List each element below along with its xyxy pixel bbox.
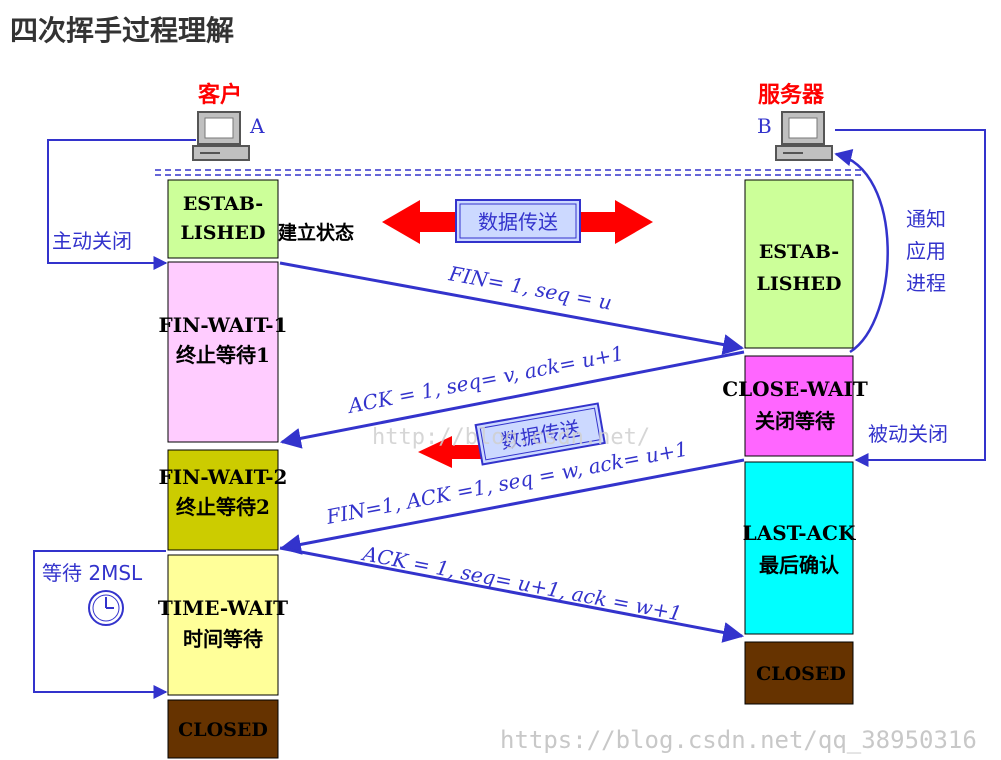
passive-close-label: 被动关闭 [868,422,948,446]
state-line2: LISHED [757,273,842,295]
client-state-fin-wait-1: FIN-WAIT-1 终止等待1 [159,261,288,443]
watermark-bottom: https://blog.csdn.net/qq_38950316 [500,726,977,754]
client-label: 客户 [198,82,242,108]
data-transfer-left-arrow [418,436,520,468]
server-computer-icon [775,111,833,161]
state-line1: CLOSE-WAIT [722,377,868,401]
notify-app-line-3: 进程 [906,271,946,295]
data-transfer-pill-top: 数据传送 [455,199,581,243]
notify-app-curve [834,149,889,354]
wait-2msl-bracket [33,550,168,699]
data-transfer-pill-tilted: 数据传送 [474,402,606,466]
page-title: 四次挥手过程理解 [10,14,234,47]
server-state-established: ESTAB- LISHED [744,179,854,349]
server-state-last-ack: LAST-ACK 最后确认 [743,461,856,635]
watermark-mid: http://blog.csdn.net/ [372,425,650,450]
state-line2: 最后确认 [759,553,840,577]
message-arrow-fin [279,261,745,355]
state-line1: CLOSED [178,719,268,741]
client-state-closed: CLOSED [167,699,279,759]
state-line1: CLOSED [756,663,846,685]
message-arrow-last-ack [279,546,745,643]
state-line1: TIME-WAIT [158,596,288,620]
state-line1: FIN-WAIT-2 [159,465,288,489]
clock-icon [88,590,124,626]
client-letter: A [249,114,265,138]
message-arrow-ack [279,350,745,449]
state-line1: FIN-WAIT-1 [159,313,288,337]
server-letter: B [757,114,772,138]
client-computer-icon [192,111,250,161]
active-close-label: 主动关闭 [52,229,132,253]
server-label: 服务器 [758,83,825,108]
message-fin-label: FIN= 1, seq = u [446,261,614,315]
server-state-closed: CLOSED [744,641,854,705]
client-state-established: ESTAB- LISHED [167,179,279,259]
client-state-time-wait: TIME-WAIT 时间等待 [158,554,288,696]
state-line2: LISHED [181,222,266,244]
state-line1: ESTAB- [759,241,839,263]
state-line1: LAST-ACK [743,521,856,545]
wait-2msl-label: 等待 2MSL [42,561,143,585]
active-close-path [47,139,196,270]
state-line2: 终止等待1 [176,343,270,367]
state-line2: 终止等待2 [176,495,270,519]
state-line1: ESTAB- [183,193,263,215]
server-state-close-wait: CLOSE-WAIT 关闭等待 [722,355,868,457]
established-note: 建立状态 [278,221,354,244]
notify-app-line-2: 应用 [906,239,946,263]
data-transfer-label: 数据传送 [478,210,558,234]
state-line2: 关闭等待 [755,409,835,433]
state-line2: 时间等待 [183,627,263,651]
message-last-ack-label: ACK = 1, seq= u+1, ack = w+1 [359,541,684,626]
notify-app-line-1: 通知 [906,207,946,231]
passive-close-path [835,129,986,467]
message-arrow-fin-ack [279,458,745,555]
client-state-fin-wait-2: FIN-WAIT-2 终止等待2 [159,449,288,551]
